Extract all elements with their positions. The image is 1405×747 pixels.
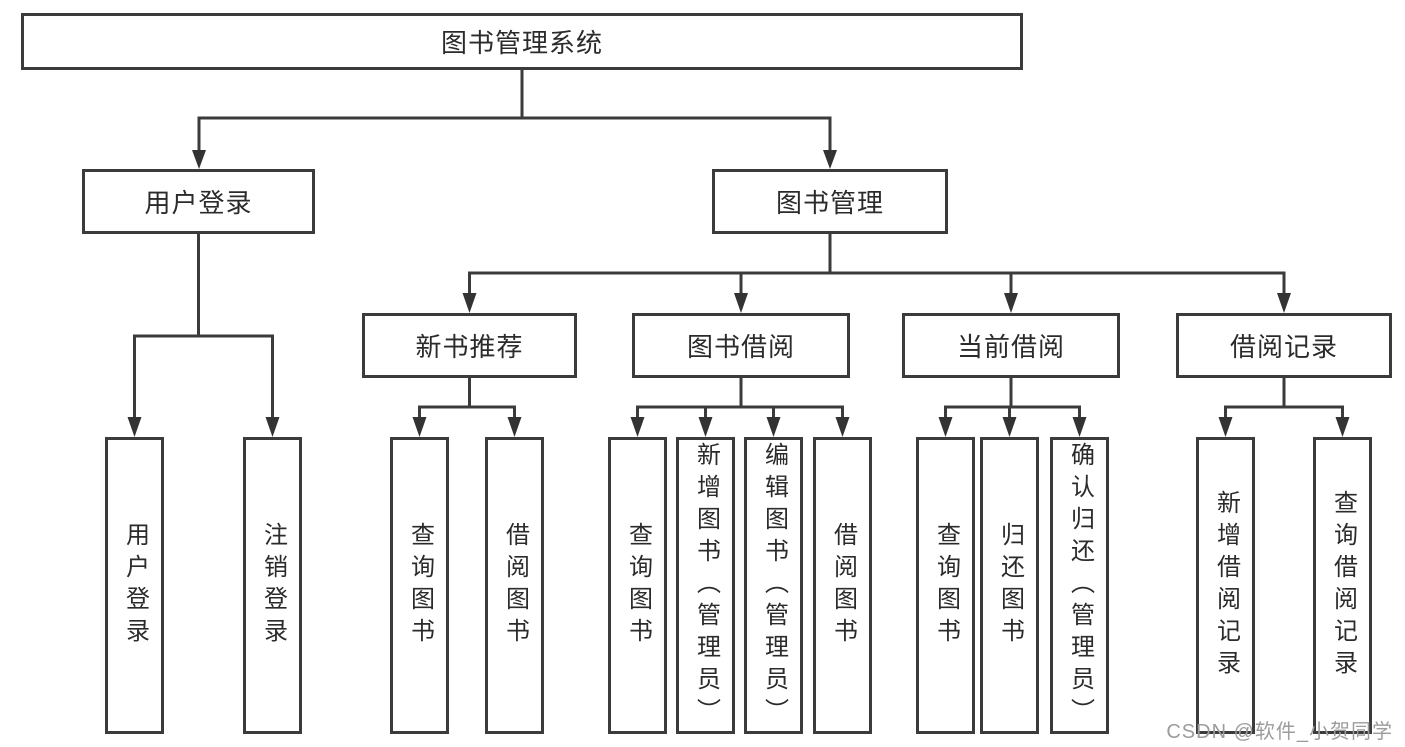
leaf-edit-book-admin-label: 编辑图书（管理员）: [760, 441, 788, 730]
node-book-management-label: 图书管理: [775, 188, 884, 218]
node-new-book-recommend: 新书推荐: [362, 313, 577, 378]
leaf-add-borrow-record: 新增借阅记录: [1196, 437, 1255, 734]
leaf-borrow-book-recommend-label: 借阅图书: [501, 521, 529, 650]
node-root-label: 图书管理系统: [440, 28, 603, 58]
node-book-management: 图书管理: [712, 169, 948, 234]
leaf-user-login: 用户登录: [105, 437, 164, 734]
watermark-text: CSDN @软件_小贺同学: [1166, 721, 1393, 743]
leaf-query-book-recommend: 查询图书: [390, 437, 449, 734]
leaf-query-book-borrow-label: 查询图书: [624, 521, 652, 650]
leaf-edit-book-admin: 编辑图书（管理员）: [744, 437, 803, 734]
leaf-confirm-return-admin: 确认归还（管理员）: [1050, 437, 1109, 734]
node-current-borrow-label: 当前借阅: [956, 332, 1065, 362]
node-root: 图书管理系统: [21, 13, 1023, 70]
leaf-query-book-borrow: 查询图书: [608, 437, 667, 734]
node-book-borrow-label: 图书借阅: [686, 332, 795, 362]
leaf-user-login-label: 用户登录: [121, 521, 149, 650]
arrowheads: [127, 150, 1350, 437]
leaf-query-borrow-record: 查询借阅记录: [1313, 437, 1372, 734]
leaf-return-book-label: 归还图书: [996, 521, 1024, 650]
leaf-add-book-admin-label: 新增图书（管理员）: [692, 441, 720, 730]
node-borrow-records-label: 借阅记录: [1229, 332, 1338, 362]
leaf-logout: 注销登录: [243, 437, 302, 734]
node-user-login: 用户登录: [82, 169, 315, 234]
node-book-borrow: 图书借阅: [632, 313, 850, 378]
leaf-borrow-book: 借阅图书: [813, 437, 872, 734]
node-borrow-records: 借阅记录: [1176, 313, 1392, 378]
node-current-borrow: 当前借阅: [902, 313, 1120, 378]
leaf-confirm-return-admin-label: 确认归还（管理员）: [1066, 441, 1094, 730]
leaf-add-book-admin: 新增图书（管理员）: [676, 437, 735, 734]
leaf-query-borrow-record-label: 查询借阅记录: [1329, 489, 1357, 682]
leaf-query-book-current: 查询图书: [916, 437, 975, 734]
leaf-borrow-book-recommend: 借阅图书: [485, 437, 544, 734]
node-new-book-recommend-label: 新书推荐: [415, 332, 524, 362]
leaf-return-book: 归还图书: [980, 437, 1039, 734]
leaf-query-book-current-label: 查询图书: [932, 521, 960, 650]
leaf-query-book-recommend-label: 查询图书: [406, 521, 434, 650]
node-user-login-label: 用户登录: [144, 188, 253, 218]
leaf-logout-label: 注销登录: [259, 521, 287, 650]
leaf-add-borrow-record-label: 新增借阅记录: [1212, 489, 1240, 682]
leaf-borrow-book-label: 借阅图书: [829, 521, 857, 650]
